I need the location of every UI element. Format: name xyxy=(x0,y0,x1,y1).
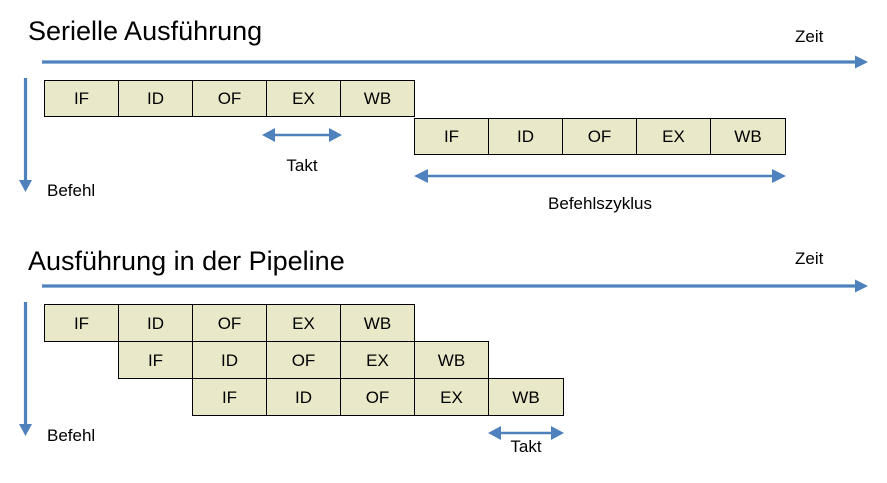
time-axis-label-pipeline: Zeit xyxy=(795,249,824,268)
measure-arrow-befehlszyklus xyxy=(414,169,786,183)
stage-box: ID xyxy=(192,341,267,379)
stage-box: IF xyxy=(192,378,267,416)
stage-box: OF xyxy=(192,304,267,342)
measure-arrow-takt-serial xyxy=(262,128,342,142)
stage-box: WB xyxy=(488,378,564,416)
measure-label-takt-pipeline: Takt xyxy=(510,437,542,456)
stage-box: IF xyxy=(44,304,119,342)
stage-box: OF xyxy=(192,80,267,117)
stage-box: ID xyxy=(118,304,193,342)
stage-box: WB xyxy=(710,118,786,155)
instruction-axis-arrow-serial xyxy=(19,78,32,192)
stage-box: EX xyxy=(636,118,711,155)
stage-box: WB xyxy=(340,304,415,342)
stage-box: EX xyxy=(266,304,341,342)
stage-box: OF xyxy=(266,341,341,379)
stage-box: EX xyxy=(340,341,415,379)
stage-box: EX xyxy=(266,80,341,117)
measure-label-takt-serial: Takt xyxy=(286,156,318,175)
stage-box: WB xyxy=(414,341,489,379)
section-title-serial: Serielle Ausführung xyxy=(28,16,263,46)
stage-box: ID xyxy=(488,118,563,155)
stage-box: IF xyxy=(118,341,193,379)
stage-box: ID xyxy=(266,378,341,416)
stage-box: OF xyxy=(562,118,637,155)
stage-box: IF xyxy=(44,80,119,117)
time-axis-arrow-serial xyxy=(42,55,868,69)
measure-label-befehlszyklus: Befehlszyklus xyxy=(548,194,652,213)
instruction-axis-label-pipeline: Befehl xyxy=(47,426,96,445)
stage-box: ID xyxy=(118,80,193,117)
section-title-pipeline: Ausführung in der Pipeline xyxy=(28,246,345,276)
stage-box: OF xyxy=(340,378,415,416)
stage-box: IF xyxy=(414,118,489,155)
time-axis-arrow-pipeline xyxy=(42,279,868,293)
instruction-axis-label-serial: Befehl xyxy=(47,181,96,200)
instruction-axis-arrow-pipeline xyxy=(19,302,32,436)
stage-box: EX xyxy=(414,378,489,416)
stage-box: WB xyxy=(340,80,415,117)
time-axis-label-serial: Zeit xyxy=(795,27,824,46)
